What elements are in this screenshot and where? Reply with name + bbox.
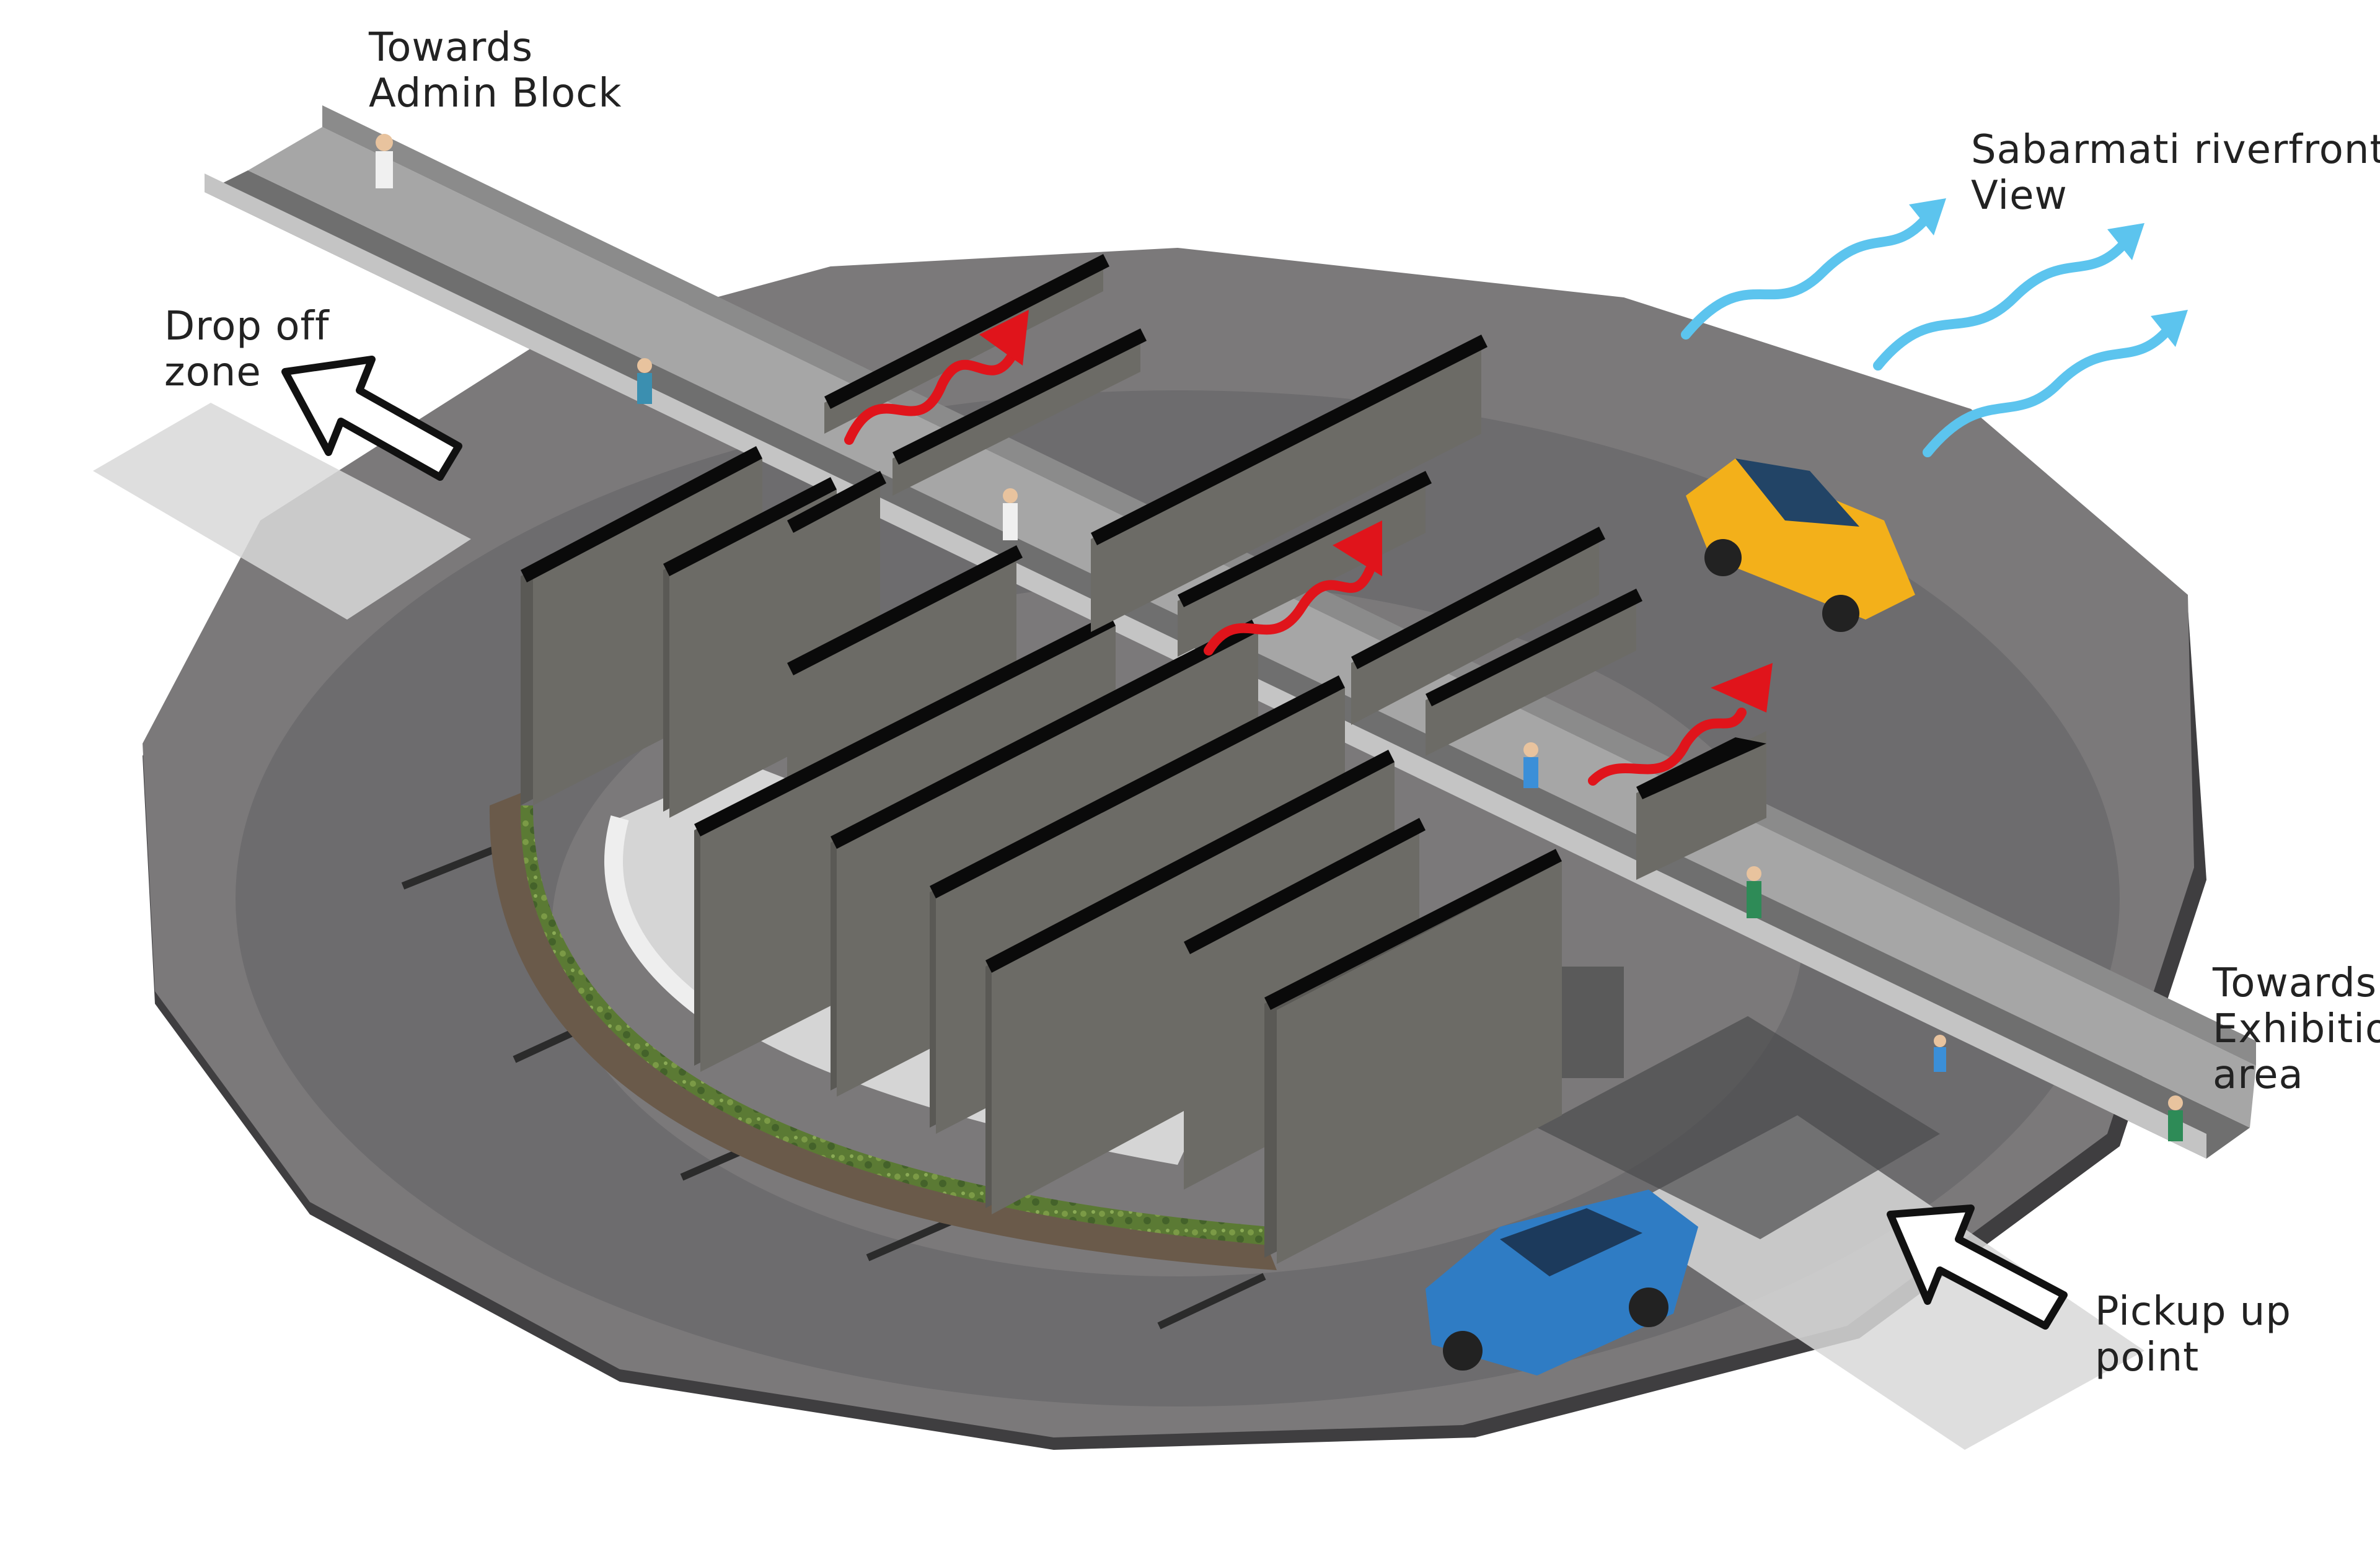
movement-arrow-icon [844, 342, 1747, 786]
riverfront-view-arrow-icon [1681, 212, 2174, 457]
label-towards-admin-block: Towards Admin Block [369, 25, 622, 116]
label-pickup-point: Pickup up point [2095, 1289, 2291, 1380]
pickup-arrow-icon [1887, 1204, 2068, 1330]
pedestrian-icon [376, 134, 2183, 1141]
movement-arrowheads [979, 310, 1773, 713]
blue-car-icon [1426, 1190, 1698, 1376]
label-towards-exhibition-area: Towards Exhibition area [2213, 960, 2380, 1098]
yellow-car-icon [1686, 459, 1915, 632]
riverfront-view-arrowheads [1909, 198, 2188, 347]
drop-off-arrow-icon [281, 356, 462, 481]
approach-roads [93, 403, 2144, 1450]
label-drop-off-zone: Drop off zone [164, 304, 330, 395]
wall-panels [521, 254, 1766, 1264]
label-sabarmati-riverfront-view: Sabarmati riverfront View [1971, 127, 2380, 219]
